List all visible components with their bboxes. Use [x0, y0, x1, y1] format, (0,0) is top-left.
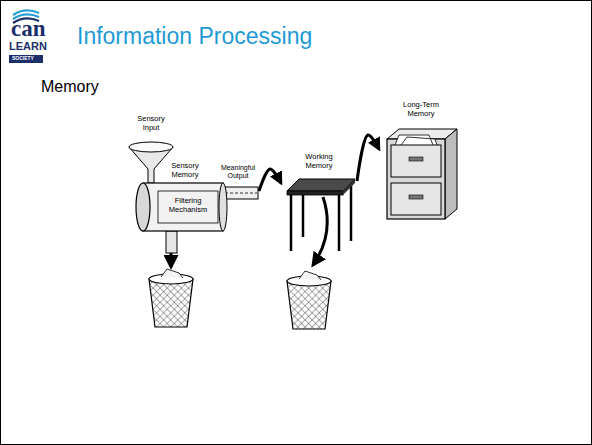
long-term-memory-cabinet: Long-Term Memory — [379, 99, 463, 221]
logo-word: can — [11, 17, 46, 40]
funnel-node: Sensory Input — [126, 113, 176, 185]
slide-title: Information Processing — [77, 23, 312, 50]
flow-arrow — [259, 169, 281, 191]
node-text: Working Memory — [299, 153, 339, 170]
flow-arrow — [357, 135, 379, 181]
section-label: Memory — [41, 79, 99, 95]
node-text: Sensory Input — [131, 115, 171, 132]
discard-arrow — [313, 197, 327, 265]
trash-can — [287, 271, 331, 329]
node-text: Sensory Memory — [165, 162, 205, 179]
trash-can — [149, 269, 193, 327]
stage-label: Meaningful Output — [220, 164, 256, 180]
logo-word: LEARN — [9, 41, 47, 52]
working-memory-desk: Working Memory — [281, 151, 357, 256]
logo-word: SOCIETY — [12, 56, 34, 61]
drain-pipe — [166, 231, 177, 267]
node-text: Long-Term Memory — [393, 101, 449, 118]
node-text: Filtering Mechanism — [161, 197, 215, 214]
